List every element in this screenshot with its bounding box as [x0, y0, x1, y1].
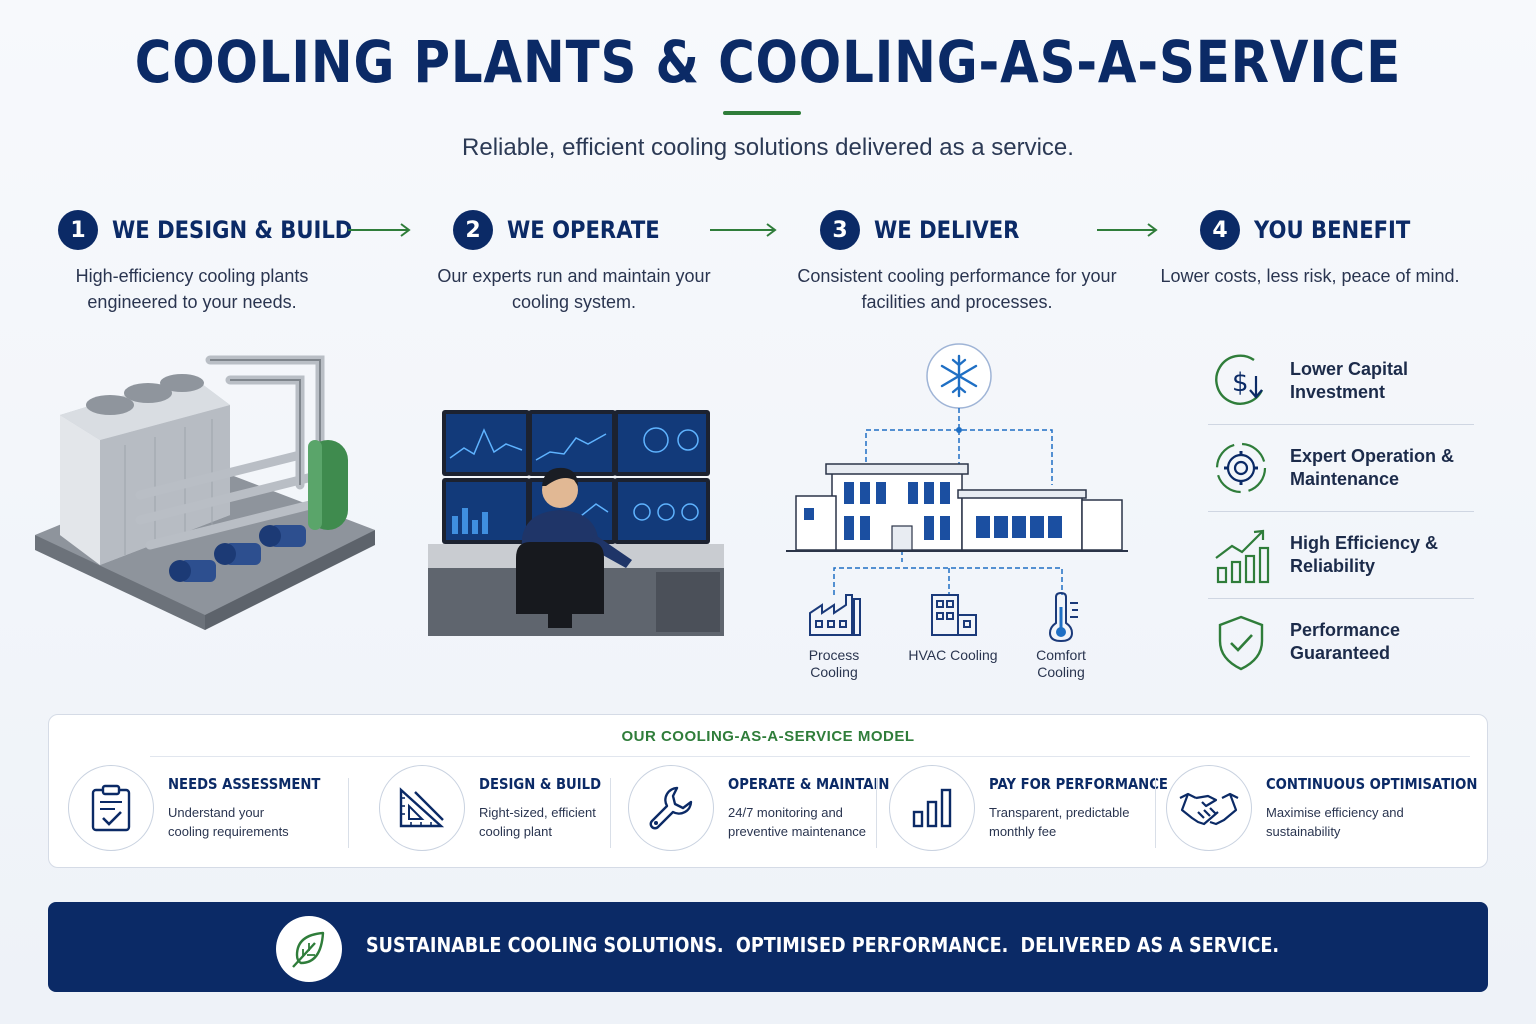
growth-chart-icon — [1215, 529, 1270, 584]
arrow-right-icon — [1097, 223, 1158, 237]
step-4-title: YOU BENEFIT — [1254, 216, 1411, 244]
bar-chart-icon — [912, 788, 952, 828]
model-step-description: Transparent, predictable monthly fee — [989, 805, 1130, 839]
service-model-title: OUR COOLING-AS-A-SERVICE MODEL — [621, 728, 915, 745]
thermometer-icon — [1048, 591, 1078, 643]
step-3-number: 3 — [820, 210, 860, 250]
model-step-title: PAY FOR PERFORMANCE — [989, 775, 1168, 793]
step-3-title: WE DELIVER — [874, 216, 1020, 244]
benefit-expert-operation: Expert Operation & Maintenance — [1210, 425, 1474, 511]
banner-icon-circle — [276, 916, 342, 982]
model-step-continuous-optimisation: CONTINUOUS OPTIMISATION Maximise efficie… — [1166, 764, 1506, 852]
model-step-description: Maximise efficiency and sustainability — [1266, 805, 1404, 839]
model-step-description: Understand your cooling requirements — [168, 805, 289, 839]
dollar-down-icon: $ — [1215, 354, 1264, 405]
benefit-lower-capital: $ Lower Capital Investment — [1210, 338, 1474, 424]
model-step-title: OPERATE & MAINTAIN — [728, 775, 890, 793]
divider — [348, 778, 349, 848]
step-2-description: Our experts run and maintain your coolin… — [437, 266, 711, 312]
benefit-label: Expert Operation & Maintenance — [1290, 446, 1455, 489]
handshake-icon — [1179, 792, 1239, 826]
page-subtitle: Reliable, efficient cooling solutions de… — [462, 134, 1074, 161]
model-step-title: DESIGN & BUILD — [479, 775, 602, 793]
cooling-plant-illustration — [35, 355, 375, 630]
step-1-number: 1 — [58, 210, 98, 250]
divider — [1155, 778, 1156, 848]
shield-check-icon — [1218, 615, 1264, 671]
model-step-title: NEEDS ASSESSMENT — [168, 775, 321, 793]
model-step-pay-for-performance: PAY FOR PERFORMANCE Transparent, predict… — [889, 764, 1192, 852]
benefit-label: Performance Guaranteed — [1290, 620, 1401, 663]
model-step-description: Right-sized, efficient cooling plant — [479, 805, 596, 839]
model-step-title: CONTINUOUS OPTIMISATION — [1266, 775, 1478, 793]
set-square-icon — [399, 787, 445, 828]
wrench-icon — [649, 786, 693, 830]
divider — [1208, 511, 1474, 512]
cooling-distribution-diagram — [786, 343, 1128, 643]
gear-icon — [1215, 442, 1267, 494]
step-1-title: WE DESIGN & BUILD — [112, 216, 353, 244]
step-3-header: 3 WE DELIVER — [820, 210, 1039, 250]
arrow-right-icon — [710, 223, 777, 237]
step-3-description: Consistent cooling performance for your … — [797, 266, 1117, 312]
control-room-illustration — [428, 410, 724, 636]
clipboard-check-icon — [91, 784, 131, 832]
benefit-label: High Efficiency & Reliability — [1290, 533, 1439, 576]
use-label-hvac: HVAC Cooling — [908, 647, 998, 663]
leaf-icon — [292, 931, 325, 968]
divider — [610, 778, 611, 848]
svg-text:$: $ — [1232, 368, 1249, 398]
title-underline — [723, 111, 801, 115]
divider — [876, 778, 877, 848]
step-4-header: 4 YOU BENEFIT — [1200, 210, 1432, 250]
snowflake-icon — [940, 354, 978, 398]
benefit-high-efficiency: High Efficiency & Reliability — [1210, 512, 1474, 598]
banner-tagline: SUSTAINABLE COOLING SOLUTIONS. OPTIMISED… — [366, 933, 1280, 957]
factory-icon — [809, 594, 861, 636]
benefit-performance-guaranteed: Performance Guaranteed — [1210, 599, 1474, 685]
use-label-process: Process Cooling — [808, 647, 860, 680]
building-icon — [931, 594, 977, 636]
benefit-label: Lower Capital Investment — [1290, 359, 1409, 402]
model-step-needs-assessment: NEEDS ASSESSMENT Understand your cooling… — [68, 764, 341, 852]
step-2-number: 2 — [453, 210, 493, 250]
model-step-operate-maintain: OPERATE & MAINTAIN 24/7 monitoring and p… — [628, 764, 911, 852]
step-1-description: High-efficiency cooling plants engineere… — [75, 266, 309, 312]
step-2-title: WE OPERATE — [507, 216, 660, 244]
use-label-comfort: Comfort Cooling — [1036, 647, 1086, 680]
divider — [1208, 424, 1474, 425]
model-step-design-build: DESIGN & BUILD Right-sized, efficient co… — [379, 764, 618, 852]
page-title: COOLING PLANTS & COOLING-AS-A-SERVICE — [134, 28, 1402, 96]
divider — [1208, 598, 1474, 599]
arrow-right-icon — [348, 223, 411, 237]
step-4-description: Lower costs, less risk, peace of mind. — [1160, 266, 1460, 286]
divider — [150, 756, 1470, 757]
step-2-header: 2 WE OPERATE — [453, 210, 681, 250]
model-step-description: 24/7 monitoring and preventive maintenan… — [728, 805, 867, 839]
step-4-number: 4 — [1200, 210, 1240, 250]
step-1-header: 1 WE DESIGN & BUILD — [58, 210, 385, 250]
